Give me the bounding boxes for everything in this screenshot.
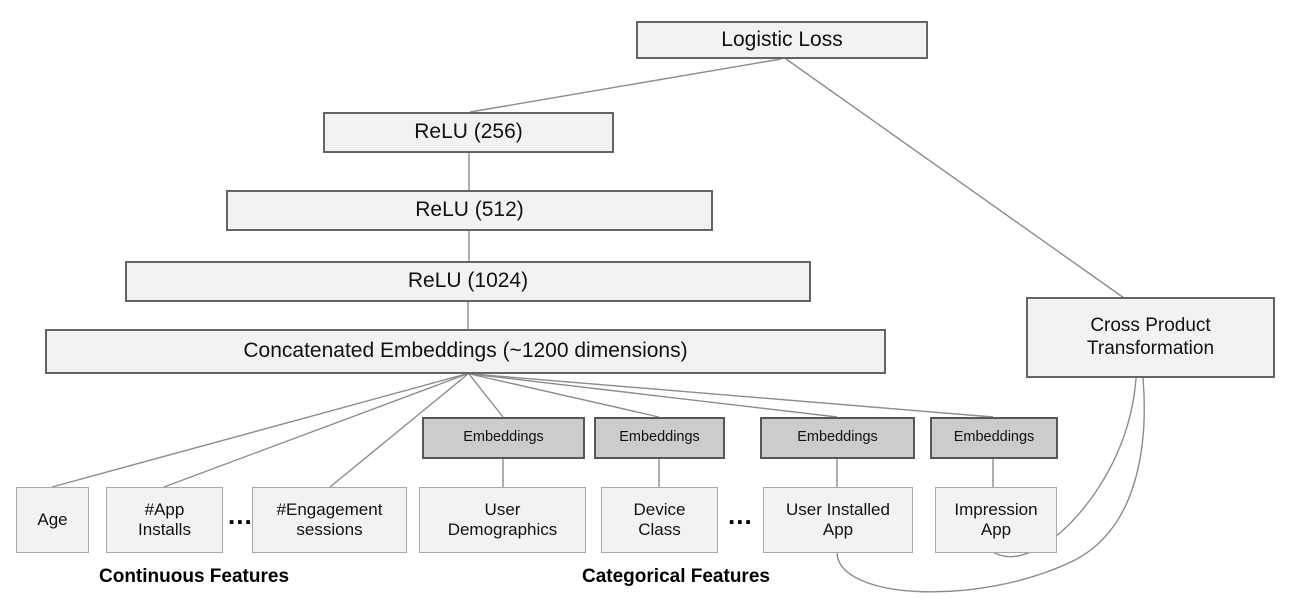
embeddings-box-1[interactable]: Embeddings	[422, 417, 585, 459]
feature-box-impression-app[interactable]: Impression App	[935, 487, 1057, 553]
edge-user-installed-app-to-cross-product	[836, 377, 1145, 593]
relu-512-label: ReLU (512)	[415, 198, 524, 222]
logistic-loss-node[interactable]: Logistic Loss	[636, 21, 928, 59]
edge-concat-to-embeddings-2	[469, 373, 660, 418]
feature-user-demographics-line2: Demographics	[447, 520, 558, 539]
relu-256-node[interactable]: ReLU (256)	[323, 112, 614, 153]
feature-impression-app-line2: App	[980, 520, 1012, 539]
feature-impression-app-line1: Impression	[954, 499, 1038, 519]
categorical-features-ellipsis: ...	[728, 500, 753, 530]
edge-loss-to-relu256	[469, 58, 782, 113]
embeddings-label-3: Embeddings	[797, 429, 878, 446]
embeddings-box-2[interactable]: Embeddings	[594, 417, 725, 459]
edge-loss-to-cross-product	[785, 58, 1125, 299]
embeddings-label-1: Embeddings	[463, 429, 544, 446]
embeddings-box-4[interactable]: Embeddings	[930, 417, 1058, 459]
feature-device-class-line1: Device	[633, 499, 686, 519]
logistic-loss-label: Logistic Loss	[721, 27, 843, 51]
cross-product-transformation-node[interactable]: Cross Product Transformation	[1026, 297, 1275, 378]
edge-concat-to-age	[51, 373, 467, 488]
feature-engagement-line1: #Engagement	[276, 499, 383, 519]
relu-1024-label: ReLU (1024)	[407, 269, 529, 293]
embeddings-label-4: Embeddings	[953, 429, 1035, 446]
feature-app-installs-line1: #App	[144, 499, 185, 519]
relu-512-node[interactable]: ReLU (512)	[226, 190, 713, 231]
feature-app-installs-line2: Installs	[138, 520, 191, 539]
feature-user-installed-app-line2: App	[822, 520, 854, 539]
edge-concat-to-embeddings-4	[471, 373, 994, 418]
cross-product-label-line1: Cross Product	[1090, 315, 1211, 337]
edge-concat-to-embeddings-1	[468, 373, 504, 418]
feature-age-line1: Age	[37, 509, 68, 529]
feature-box-user-demographics[interactable]: User Demographics	[419, 487, 586, 553]
relu-256-label: ReLU (256)	[414, 120, 523, 144]
continuous-features-caption: Continuous Features	[99, 566, 290, 587]
cross-product-label-line2: Transformation	[1086, 337, 1215, 359]
embeddings-box-3[interactable]: Embeddings	[760, 417, 915, 459]
feature-box-age[interactable]: Age	[16, 487, 89, 553]
edge-concat-to-embeddings-3	[470, 373, 838, 418]
feature-engagement-line2: sessions	[296, 520, 363, 539]
feature-user-installed-app-line1: User Installed	[786, 499, 890, 519]
embeddings-label-2: Embeddings	[619, 429, 700, 446]
concatenated-embeddings-label: Concatenated Embeddings (~1200 dimension…	[243, 339, 688, 363]
feature-box-engagement-sessions[interactable]: #Engagement sessions	[252, 487, 407, 553]
feature-device-class-line2: Class	[638, 520, 681, 539]
feature-box-user-installed-app[interactable]: User Installed App	[763, 487, 913, 553]
feature-user-demographics-line1: User	[484, 499, 521, 519]
relu-1024-node[interactable]: ReLU (1024)	[125, 261, 811, 302]
continuous-features-ellipsis: ...	[228, 500, 253, 530]
feature-box-app-installs[interactable]: #App Installs	[106, 487, 223, 553]
concatenated-embeddings-node[interactable]: Concatenated Embeddings (~1200 dimension…	[45, 329, 886, 374]
feature-box-device-class[interactable]: Device Class	[601, 487, 718, 553]
categorical-features-caption: Categorical Features	[582, 566, 770, 587]
